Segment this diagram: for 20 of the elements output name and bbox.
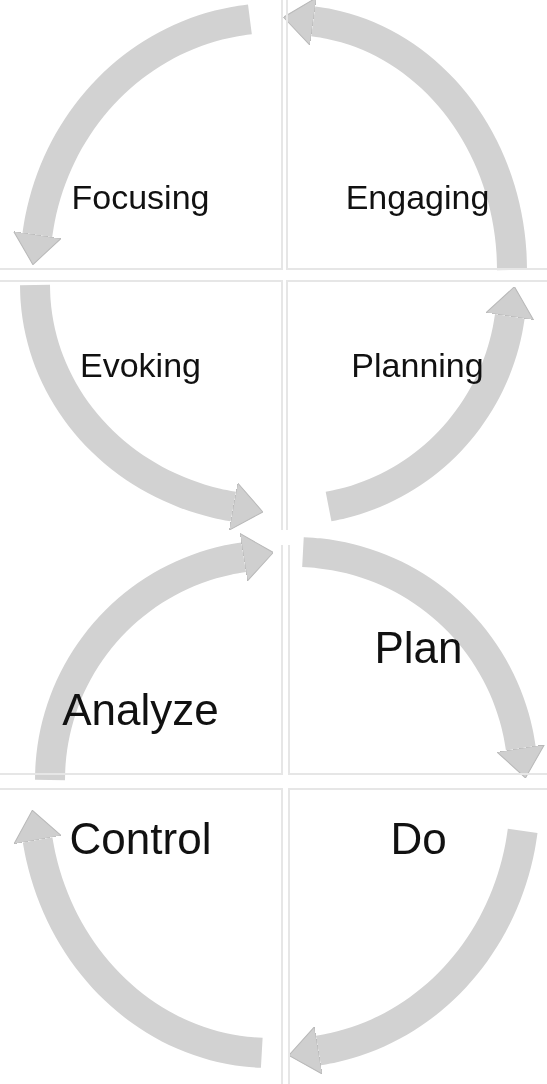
curved-arrow [288,828,538,1075]
stage-label: Plan [373,623,464,673]
quadrant-box [0,280,283,530]
stage-label: Engaging [344,178,491,217]
stage-label: Focusing [70,178,211,217]
quadrant-box [0,788,283,1084]
stage-label: Control [68,814,213,864]
curved-arrow [325,286,535,522]
stage-label: Do [389,814,448,864]
quadrant-box [288,788,547,1084]
quadrant-box [286,280,547,530]
stage-label: Evoking [79,346,202,385]
stage-label: Planning [350,346,485,385]
curved-arrow [20,284,264,531]
quadrant-box [0,0,283,270]
curved-arrow [13,809,263,1068]
curved-arrow [13,4,252,266]
stage-label: Analyze [61,685,220,735]
quadrant-box [0,545,283,775]
curved-arrow [35,533,274,781]
